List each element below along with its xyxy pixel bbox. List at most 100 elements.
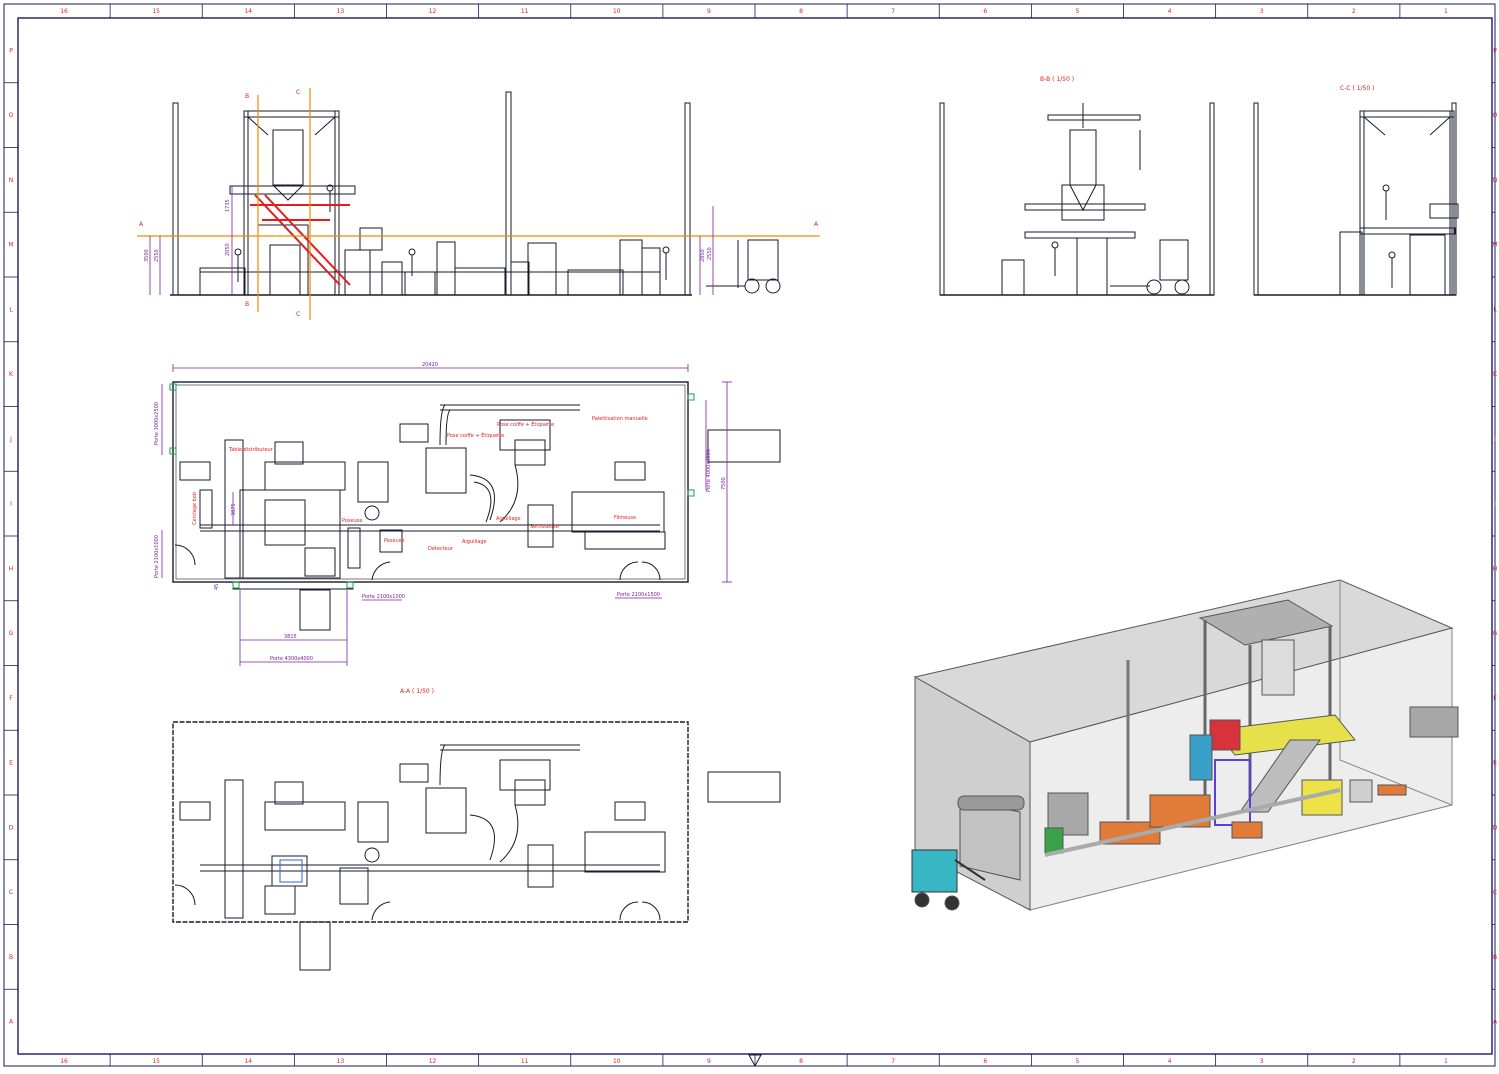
cut-label-c-bottom: C — [296, 311, 300, 318]
border-row-label: A — [9, 1019, 14, 1026]
border-row-label: H — [9, 565, 14, 572]
border-row-label: N — [1493, 177, 1498, 184]
border-row-label: H — [1493, 565, 1498, 572]
border-column-label: 16 — [60, 1058, 68, 1065]
border-column-label: 13 — [337, 1058, 345, 1065]
section-aa-equipment-highlight — [279, 859, 303, 883]
border-row-label: D — [9, 824, 14, 831]
label-peseuse: Peseuse — [384, 538, 404, 544]
border-column-label: 2 — [1352, 8, 1356, 15]
cut-lines — [137, 88, 820, 320]
cut-label-b-top: B — [245, 93, 249, 100]
border-row-label: E — [1493, 760, 1497, 767]
border-row-label: K — [1493, 371, 1498, 378]
border-column-label: 11 — [521, 1058, 529, 1065]
border-row-label: N — [9, 177, 14, 184]
dim-text-4: 2050 — [225, 243, 231, 256]
border-column-label: 12 — [429, 1058, 437, 1065]
border-column-label: 5 — [1076, 1058, 1080, 1065]
border-row-label: O — [1493, 112, 1498, 119]
projection-symbol — [748, 1054, 762, 1068]
border-row-label: J — [1493, 436, 1496, 443]
border-column-label: 9 — [707, 8, 711, 15]
section-aa-view — [172, 721, 781, 971]
stair-structure — [250, 194, 351, 286]
cut-label-a-right: A — [814, 221, 819, 228]
dim-door-right: Porte 4000x3000 — [706, 449, 712, 492]
border-column-label: 7 — [891, 1058, 895, 1065]
label-cerclage: Cerclage bob — [192, 492, 198, 525]
plan-dimension-texts: 20420 7500 Porte 3000x2500 Porte 2100x10… — [154, 362, 727, 662]
border-column-label: 13 — [337, 8, 345, 15]
border-row-label: F — [9, 695, 13, 702]
label-detecteur: Détecteur — [428, 545, 454, 552]
dim-door-left-low: Porte 2100x1000 — [154, 535, 160, 578]
border-row-label: G — [1493, 630, 1498, 637]
border-row-label: D — [1493, 824, 1498, 831]
plan-annotations: Table distributeur Pose coiffe + Étiquet… — [192, 416, 648, 552]
border-column-label: 4 — [1168, 1058, 1172, 1065]
dim-dock-width: 3815 — [284, 634, 297, 640]
border-column-label: 7 — [891, 8, 895, 15]
border-column-label: 6 — [983, 1058, 987, 1065]
label-palettisation: Palettisation manuelle — [592, 416, 648, 422]
label-aiguillage-2: Aiguillage — [496, 516, 521, 522]
border-row-label: O — [9, 112, 14, 119]
border-row-label: P — [1493, 47, 1497, 54]
border-column-label: 1 — [1444, 1058, 1448, 1065]
border-row-label: I — [1494, 501, 1496, 508]
dim-text-3: 2550 — [154, 249, 160, 262]
section-cc-title: C-C ( 1/50 ) — [1340, 85, 1374, 92]
dim-text-5: 2550 — [707, 247, 713, 260]
border-row-label: E — [9, 760, 13, 767]
label-sertisseuse: Sertisseuse — [530, 524, 559, 530]
cut-label-b-bottom: B — [245, 301, 249, 308]
border-row-label: I — [10, 501, 12, 508]
border-column-label: 8 — [799, 1058, 803, 1065]
border-row-label: F — [1493, 695, 1497, 702]
dim-overall-length: 20420 — [422, 362, 438, 368]
border-column-label: 12 — [429, 8, 437, 15]
dim-text-2: 3500 — [144, 249, 150, 262]
border-row-label: M — [1492, 242, 1497, 249]
label-pose-coiffe-2: Pose coiffe + Étiquette — [497, 420, 554, 428]
cut-label-a-left: A — [139, 221, 144, 228]
border-row-label: G — [9, 630, 14, 637]
border-row-label: A — [1493, 1019, 1498, 1026]
dim-dock-door: Porte 4300x4000 — [270, 656, 313, 662]
section-bb-title: B-B ( 1/50 ) — [1040, 76, 1074, 83]
dim-side: 3875 — [231, 503, 237, 516]
sheet-frame — [3, 3, 1496, 1067]
label-poseuse: Poseuse — [342, 518, 362, 524]
border-column-label: 15 — [152, 1058, 160, 1065]
section-cc-view — [1253, 102, 1459, 296]
border-row-label: L — [9, 306, 13, 313]
dim-text-1: 1735 — [225, 199, 231, 212]
border-column-label: 10 — [613, 1058, 621, 1065]
border-row-label: C — [1493, 889, 1497, 896]
plan-dimension-lines — [161, 364, 732, 666]
border-column-label: 2 — [1352, 1058, 1356, 1065]
label-table-distributeur: Table distributeur — [228, 447, 274, 453]
dim-overall-width: 7500 — [721, 477, 727, 490]
border-column-label: 8 — [799, 8, 803, 15]
label-aiguillage-1: Aiguillage — [462, 539, 487, 545]
dim-text-6: 2850 — [700, 249, 706, 262]
border-row-label: P — [9, 47, 13, 54]
border-row-label: C — [9, 889, 13, 896]
perspective-3d-view — [911, 579, 1459, 911]
section-bb-view — [939, 102, 1215, 296]
plan-door-markers — [169, 383, 695, 589]
border-column-label: 14 — [244, 1058, 252, 1065]
border-column-label: 14 — [244, 8, 252, 15]
dim-door-bottom-mid: Porte 2100x1000 — [362, 594, 405, 600]
label-pose-coiffe-1: Pose coiffe + Étiquette — [447, 431, 504, 439]
border-column-label: 15 — [152, 8, 160, 15]
border-column-label: 5 — [1076, 8, 1080, 15]
border-row-label: B — [9, 954, 13, 961]
border-column-label: 10 — [613, 8, 621, 15]
border-row-label: L — [1493, 306, 1497, 313]
dim-small: 45 — [214, 584, 220, 590]
